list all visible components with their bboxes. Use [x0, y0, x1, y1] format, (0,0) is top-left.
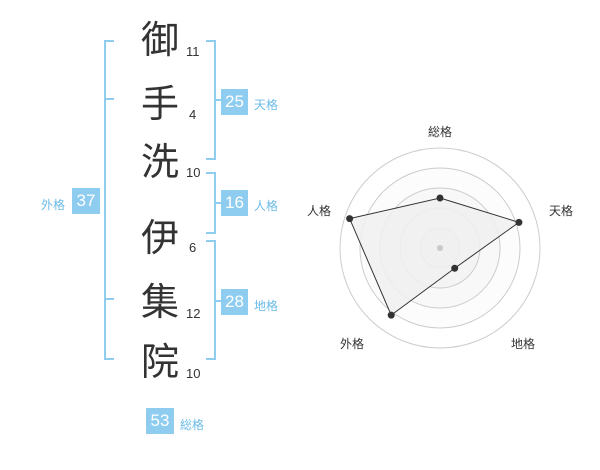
radar-polygon: [348, 197, 521, 316]
soukaku-value: 53: [146, 408, 174, 434]
tenkaku-label: 天格: [254, 98, 279, 112]
name-char: 洗: [141, 140, 180, 184]
stroke-count: 10: [186, 366, 201, 381]
gaikaku-tick: [104, 98, 114, 100]
name-char: 伊: [141, 216, 180, 260]
gaikaku-label: 外格: [41, 198, 66, 212]
stroke-count: 12: [186, 306, 201, 321]
radar-axis-label: 天格: [549, 204, 574, 218]
radar-axis-label: 外格: [340, 337, 365, 351]
gaikaku-tick: [104, 298, 114, 300]
gaikaku-value: 37: [72, 188, 100, 214]
soukaku-label: 総格: [180, 418, 205, 432]
name-char: 集: [141, 280, 180, 324]
chikaku-label: 地格: [254, 299, 279, 313]
jinkaku-label: 人格: [254, 199, 279, 213]
radar-axis-label: 地格: [511, 337, 536, 351]
stroke-count: 4: [189, 107, 197, 122]
radar-point: [346, 215, 354, 223]
name-char: 院: [141, 340, 180, 384]
name-char: 手: [141, 82, 180, 126]
gaikaku-bracket: [104, 40, 114, 360]
name-char: 御: [141, 18, 180, 62]
stroke-count: 6: [189, 240, 197, 255]
radar-center-dot: [437, 245, 443, 251]
chikaku-value: 28: [221, 289, 248, 315]
radar-point: [387, 311, 395, 319]
radar-chart: [339, 147, 541, 349]
tenkaku-value: 25: [221, 89, 248, 115]
jinkaku-value: 16: [221, 190, 248, 216]
radar-axis-label: 総格: [428, 125, 453, 139]
radar-point: [451, 264, 459, 272]
stroke-count: 11: [186, 44, 200, 59]
tenkaku-tick: [214, 99, 222, 101]
stroke-count: 10: [186, 165, 201, 180]
radar-point: [436, 194, 444, 202]
radar-axis-label: 人格: [307, 204, 332, 218]
chikaku-tick: [214, 300, 222, 302]
jinkaku-tick: [214, 202, 222, 204]
radar-point: [515, 218, 523, 226]
